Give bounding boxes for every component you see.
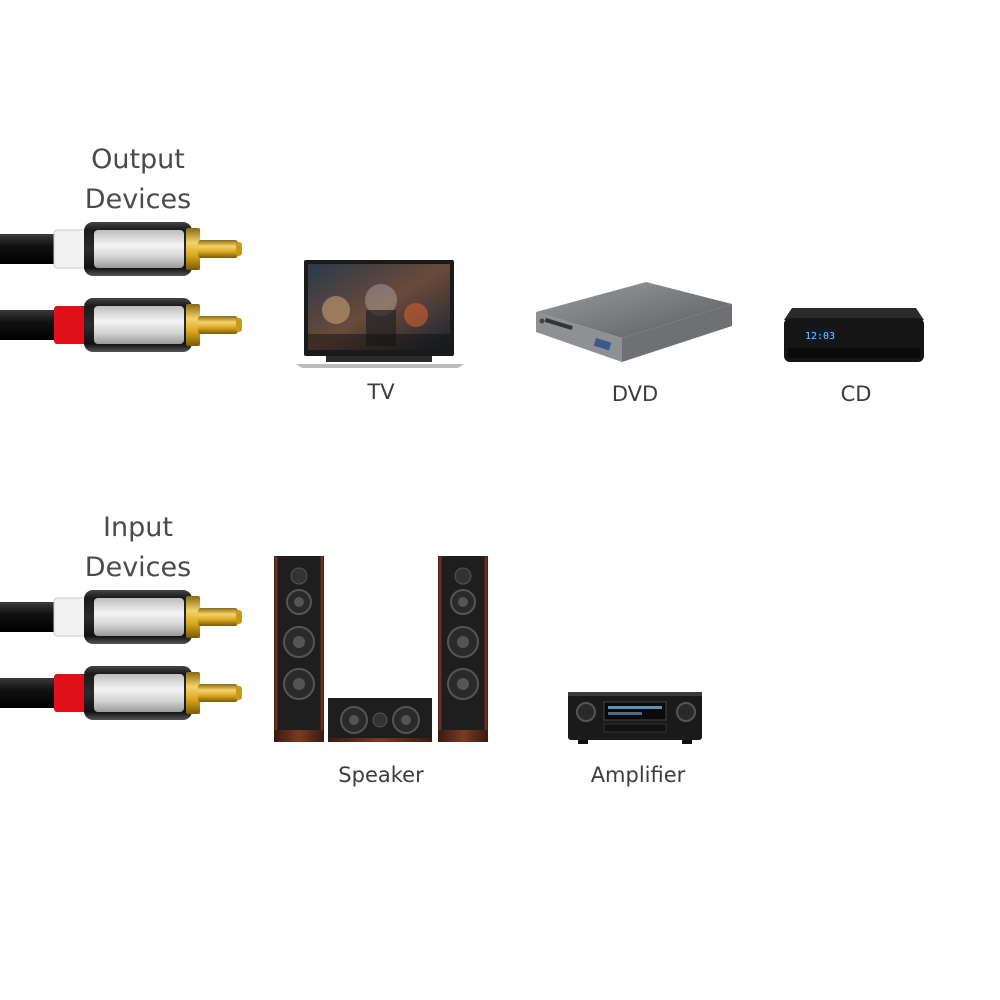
svg-text:12:03: 12:03: [805, 331, 835, 342]
tv-label: TV: [367, 380, 395, 404]
tv-icon: [296, 260, 464, 368]
white-rca-plug: [0, 222, 242, 276]
input-heading-line2: Devices: [84, 552, 192, 583]
output-rca-cable-icon: [0, 222, 242, 352]
left-tower-speaker: [274, 556, 324, 742]
cd-label: CD: [840, 382, 872, 406]
speaker-set-icon: [274, 556, 488, 742]
output-heading-line2: Devices: [84, 184, 192, 215]
red-rca-plug: [0, 666, 242, 720]
dvd-label: DVD: [611, 382, 659, 406]
dvd-player-icon: [536, 282, 732, 362]
right-tower-speaker: [438, 556, 488, 742]
output-heading-line1: Output: [91, 144, 185, 175]
amplifier-icon: [568, 692, 702, 744]
cd-player-icon: 12:03: [784, 308, 924, 362]
input-rca-cable-icon: [0, 590, 242, 720]
output-devices-heading: Output Devices: [48, 140, 228, 220]
speaker-label: Speaker: [338, 763, 424, 787]
input-devices-heading: Input Devices: [48, 508, 228, 588]
input-heading-line1: Input: [103, 512, 173, 543]
center-speaker: [328, 698, 432, 742]
white-rca-plug: [0, 590, 242, 644]
amplifier-label: Amplifier: [590, 763, 686, 787]
red-rca-plug: [0, 298, 242, 352]
